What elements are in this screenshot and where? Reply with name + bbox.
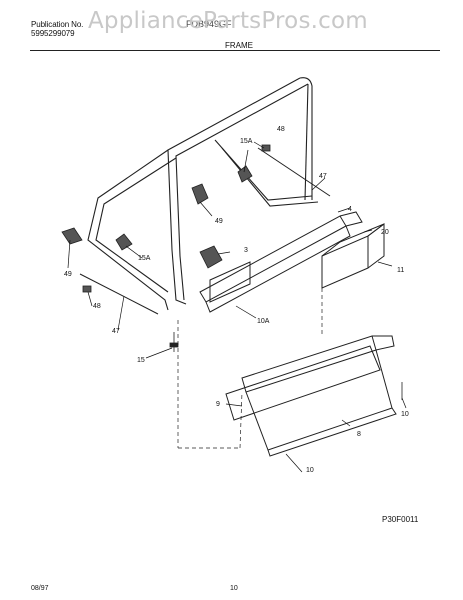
part-label-15: 15 [137,357,145,364]
diagram-code: P30F0011 [382,515,419,524]
part-label-20: 20 [381,229,389,236]
part-label-48: 48 [277,126,285,133]
tub-frame [87,77,319,311]
hinge-parts [61,144,271,293]
part-label-10a: 10A [257,318,270,325]
part-label-15a: 15A [138,255,151,262]
part-label-9: 9 [216,401,220,408]
footer-page: 10 [230,585,238,592]
part-label-47: 47 [112,328,120,335]
support-rods [79,147,331,315]
part-label-15a: 15A [240,138,253,145]
footer-date: 08/97 [31,585,49,592]
part-label-48: 48 [93,303,101,310]
header-rule [30,50,440,51]
part-label-3: 3 [244,247,248,254]
watermark: AppliancePartsPros.com [88,8,368,34]
part-label-10: 10 [306,467,314,474]
part-label-8: 8 [357,431,361,438]
part-20-box [321,223,385,289]
section-title: FRAME [225,41,253,50]
part-label-10: 10 [401,411,409,418]
panel-9 [225,345,381,421]
front-rail [199,211,363,313]
part-labels: 48 15A 47 49 4 20 3 15A 49 11 48 10A 47 … [64,126,409,474]
publication-label: Publication No. [31,20,84,29]
part-label-49: 49 [64,271,72,278]
leader-lines [67,141,407,473]
publication-number: 5995299079 [31,29,75,38]
part-label-49: 49 [215,218,223,225]
screws [169,332,403,400]
assembly-guides [177,288,323,449]
model-number: FDB949GF [186,19,232,29]
part-label-4: 4 [348,206,352,213]
mounting-bracket [209,261,251,303]
part-label-47: 47 [319,173,327,180]
part-label-11: 11 [397,267,404,274]
